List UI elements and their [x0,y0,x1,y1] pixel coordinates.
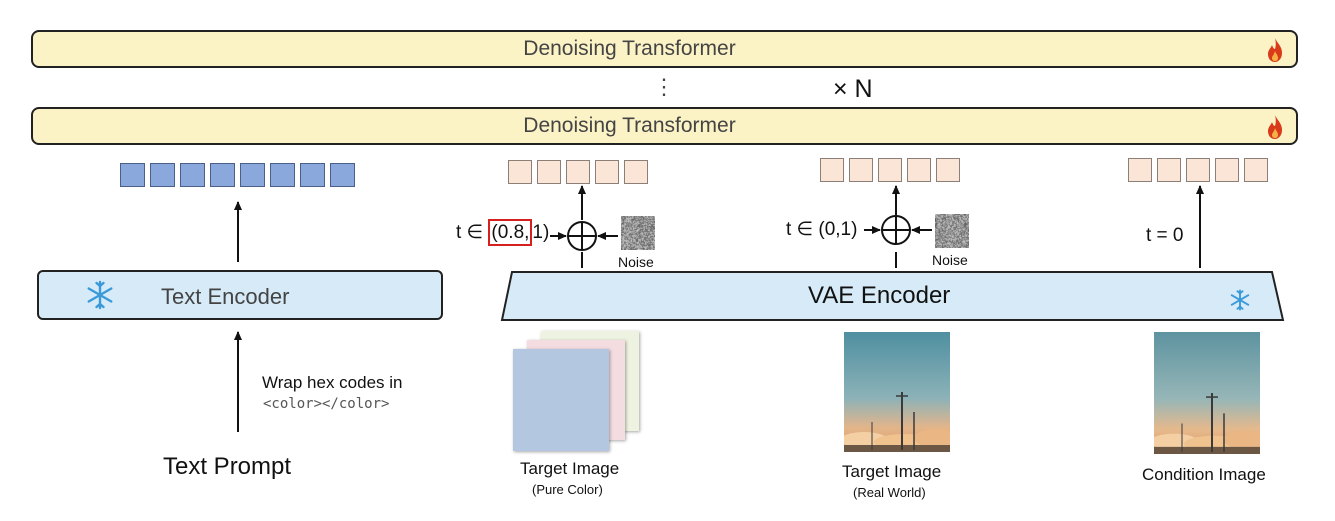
token [936,158,960,182]
token [1157,158,1181,182]
token [878,158,902,182]
token [240,163,265,187]
token [210,163,235,187]
timestep-label-real-world: t ∈ (0,1) [786,219,858,240]
token [180,163,205,187]
vae-encoder-label: VAE Encoder [808,282,951,309]
condition-image [1154,332,1260,454]
noise-patch [935,214,969,248]
token [1186,158,1210,182]
text-encoder: Text Encoder [37,270,443,320]
token [595,160,619,184]
noise-label: Noise [618,254,654,270]
image-title: Condition Image [1142,465,1266,484]
noise-label: Noise [932,252,968,268]
timestep-label-pure-color: t ∈ (0.8,1) [456,219,550,246]
token [300,163,325,187]
real-world-image [844,332,950,452]
token [907,158,931,182]
token [1128,158,1152,182]
vae-encoder-shape [500,271,1285,321]
token [1244,158,1268,182]
token [270,163,295,187]
fire-icon [1268,38,1282,62]
transformer-label: Denoising Transformer [523,114,736,137]
timestep-label-condition: t = 0 [1146,225,1184,246]
image-subtitle: (Pure Color) [532,482,603,497]
text-prompt-label: Text Prompt [163,453,292,480]
repeat-label: × N [833,75,873,103]
token [1215,158,1239,182]
denoising-transformer-bottom: Denoising Transformer [31,107,1298,145]
wrap-note-line1: Wrap hex codes in [262,373,403,392]
wrap-note-line2: <color></color> [263,396,390,412]
denoising-transformer-top: Denoising Transformer [31,30,1298,68]
transformer-label: Denoising Transformer [523,37,736,60]
text-encoder-label: Text Encoder [161,284,290,309]
token [330,163,355,187]
token [508,160,532,184]
timestep-prefix: t ∈ [456,222,489,243]
token [537,160,561,184]
fire-icon [1268,115,1282,139]
highlight-box: (0.8, [488,219,533,246]
pure-color-card-blue [513,349,609,451]
token [120,163,145,187]
snowflake-icon [87,280,113,310]
image-title: Target Image [842,462,942,481]
token [566,160,590,184]
image-subtitle: (Real World) [853,485,926,500]
token [150,163,175,187]
token [820,158,844,182]
snowflake-icon [1230,289,1250,311]
image-title: Target Image [520,459,620,478]
repeat-dots: ⋮ [653,74,675,99]
timestep-suffix: 1) [532,222,550,243]
token [624,160,648,184]
noise-patch [621,216,655,250]
token [849,158,873,182]
